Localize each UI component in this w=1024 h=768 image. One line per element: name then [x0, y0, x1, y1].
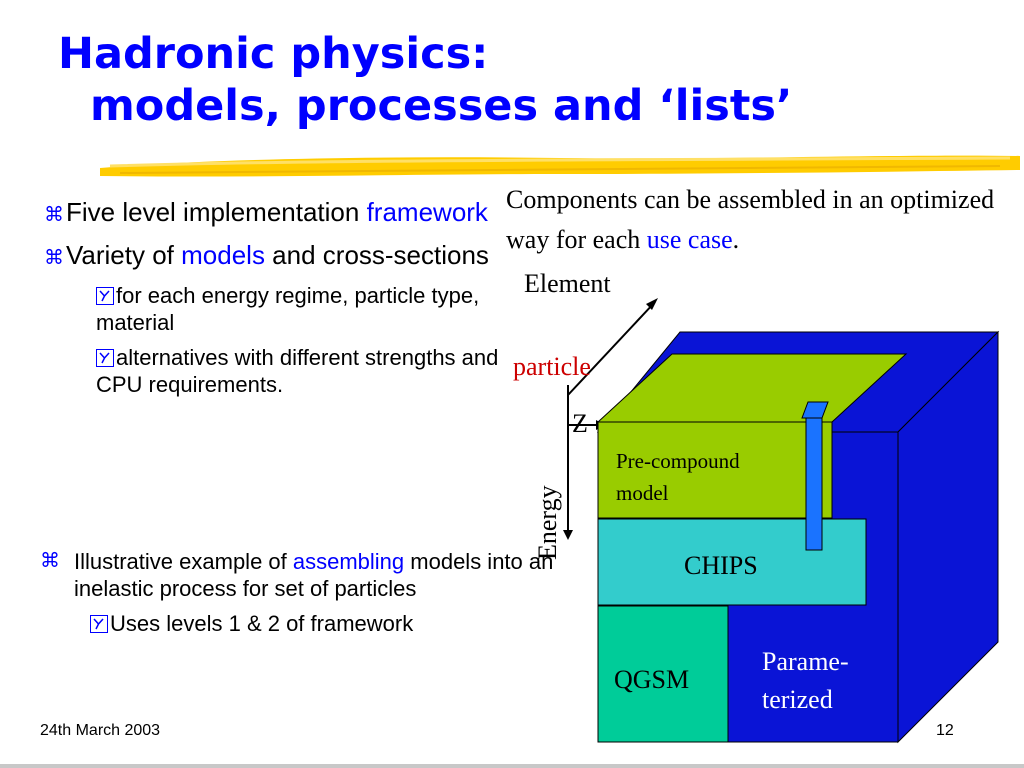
bullet-highlight: framework	[366, 197, 488, 227]
bullet-list: ⌘Five level implementation framework ⌘Va…	[44, 196, 514, 406]
caption-period: .	[732, 225, 740, 254]
bullet-text-tail: models into an inelastic process for set…	[74, 549, 554, 601]
components-caption: Components can be assembled in an optimi…	[506, 180, 1016, 260]
bullet-item: ⌘Variety of models and cross-sections	[44, 239, 514, 274]
bullet-highlight: models	[181, 240, 265, 270]
footer-divider	[0, 764, 1024, 768]
caption-highlight: use case	[646, 225, 733, 254]
title-line-1: Hadronic physics:	[58, 29, 489, 79]
element-axis-arrowhead	[646, 298, 658, 310]
bullet-text: Illustrative example of	[74, 549, 293, 574]
checkbox-y-icon	[90, 615, 108, 633]
precompound-front-face	[597, 421, 833, 519]
sub-bullet-text: Uses levels 1 & 2 of framework	[110, 611, 414, 636]
checkbox-y-icon	[96, 287, 114, 305]
slide-title: Hadronic physics: models, processes and …	[58, 28, 792, 132]
vertical-bar	[805, 417, 823, 551]
model-cube-diagram: Element particle Z Energy QGSM Parame- t…	[513, 269, 1000, 744]
sub-bullet-item: Uses levels 1 & 2 of framework	[40, 610, 580, 637]
command-key-icon: ⌘	[44, 204, 64, 226]
energy-axis-arrowhead	[563, 530, 573, 540]
axis-label-particle: particle	[513, 352, 591, 381]
title-line-2: models, processes and ‘lists’	[90, 81, 793, 131]
element-axis	[567, 301, 656, 396]
command-key-icon: ⌘	[40, 550, 60, 572]
bullet-item: ⌘ Illustrative example of assembling mode…	[40, 548, 580, 602]
axis-label-energy: Energy	[533, 485, 562, 560]
bullet-text-tail: and cross-sections	[264, 240, 489, 270]
sub-bullet-text: for each energy regime, particle type, m…	[96, 283, 480, 335]
chips-label: CHIPS	[684, 551, 758, 580]
chips-box	[597, 518, 867, 606]
title-underline-brush	[100, 155, 1020, 177]
parameterized-label-line-1: Parame-	[762, 647, 849, 676]
illustrative-bullet: ⌘ Illustrative example of assembling mode…	[40, 548, 580, 645]
bullet-text: Variety of	[66, 240, 182, 270]
caption-text: Components can be assembled in an optimi…	[506, 185, 995, 254]
qgsm-box	[597, 605, 729, 743]
sub-bullet-text: alternatives with different strengths an…	[96, 345, 499, 397]
bullet-text: Five level implementation	[66, 197, 367, 227]
bullet-item: ⌘Five level implementation framework	[44, 196, 514, 231]
qgsm-label: QGSM	[614, 665, 689, 694]
page-number: 12	[936, 722, 954, 739]
precompound-label-line-1: Pre-compound	[616, 449, 740, 473]
command-key-icon: ⌘	[44, 247, 64, 269]
sub-bullet-item: for each energy regime, particle type, m…	[44, 282, 514, 336]
sub-bullet-item: alternatives with different strengths an…	[44, 344, 514, 398]
checkbox-y-icon	[96, 349, 114, 367]
parameterized-label-line-2: terized	[762, 685, 833, 714]
bullet-highlight: assembling	[292, 549, 405, 574]
axis-label-element: Element	[524, 269, 611, 298]
precompound-label-line-2: model	[616, 481, 669, 505]
footer-date: 24th March 2003	[40, 722, 161, 739]
axis-label-z: Z	[572, 409, 588, 438]
